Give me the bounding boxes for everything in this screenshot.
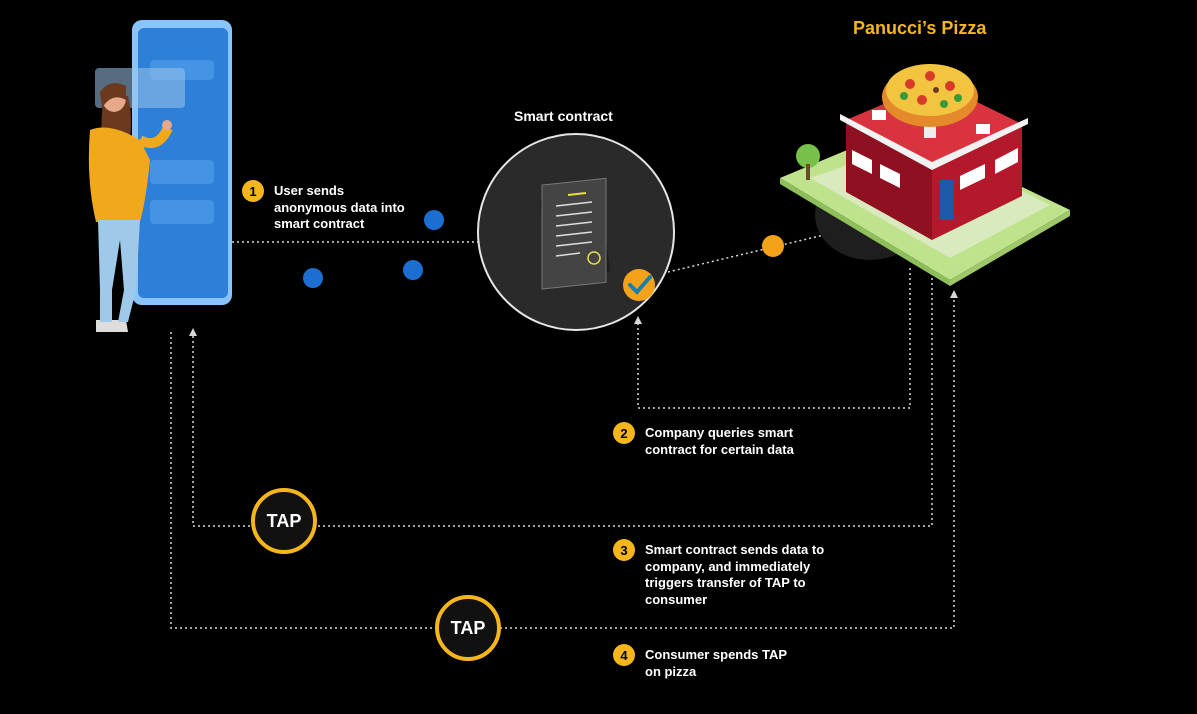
company-title: Panucci’s Pizza	[853, 18, 987, 38]
smart-contract-title: Smart contract	[514, 108, 613, 124]
step-4: 4 Consumer spends TAP on pizza	[613, 644, 788, 680]
step-1: 1 User sends anonymous data into smart c…	[242, 180, 405, 233]
step-4-text: Consumer spends TAP on pizza	[645, 647, 788, 679]
step-2-text: Company queries smart contract for certa…	[645, 425, 794, 457]
step-3: 3 Smart contract sends data to company, …	[613, 539, 825, 608]
shop-door	[940, 180, 954, 220]
step-3-number: 3	[613, 539, 635, 561]
step-1-number: 1	[242, 180, 264, 202]
step-1-text: User sends anonymous data into smart con…	[274, 183, 405, 231]
step-2: 2 Company queries smart contract for cer…	[613, 422, 794, 458]
tap-token-badge: TAP	[435, 595, 501, 661]
tap-token-badge: TAP	[251, 488, 317, 554]
pizza-shop-icon	[780, 64, 1070, 286]
step-3-text: Smart contract sends data to company, an…	[645, 542, 825, 607]
step-4-number: 4	[613, 644, 635, 666]
awning-stripes	[852, 148, 1018, 190]
person-with-phone-icon	[88, 20, 232, 332]
step-2-number: 2	[613, 422, 635, 444]
payment-dot	[762, 235, 784, 257]
pizza-toppings	[900, 71, 962, 108]
checkmark-icon	[623, 269, 655, 301]
document-lines	[555, 201, 593, 257]
smart-contract-document-icon	[477, 133, 675, 331]
connector-lines	[170, 229, 955, 629]
